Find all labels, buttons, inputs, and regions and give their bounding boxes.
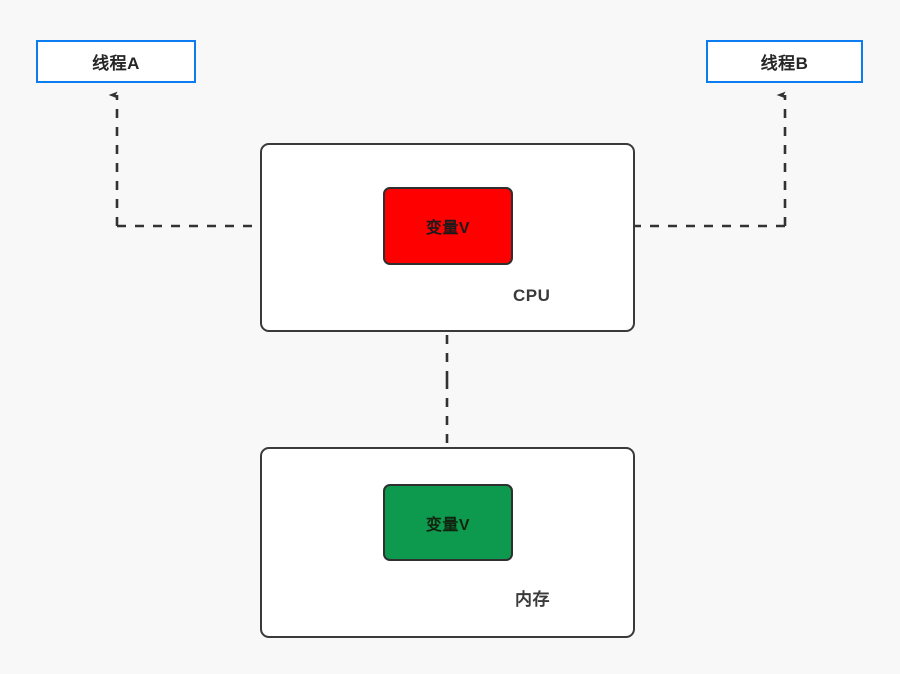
- variable-v-cpu-box[interactable]: 变量V: [383, 187, 513, 265]
- cpu-label: CPU: [513, 286, 551, 305]
- thread-b-box[interactable]: 线程B: [706, 40, 863, 83]
- thread-a-box[interactable]: 线程A: [36, 40, 196, 83]
- memory-label: 内存: [515, 590, 550, 609]
- thread-a-label: 线程A: [92, 54, 140, 73]
- thread-b-label: 线程B: [760, 54, 809, 73]
- variable-v-cpu-label: 变量V: [425, 220, 471, 237]
- variable-v-memory-box[interactable]: 变量V: [383, 484, 513, 561]
- variable-v-memory-label: 变量V: [425, 516, 471, 534]
